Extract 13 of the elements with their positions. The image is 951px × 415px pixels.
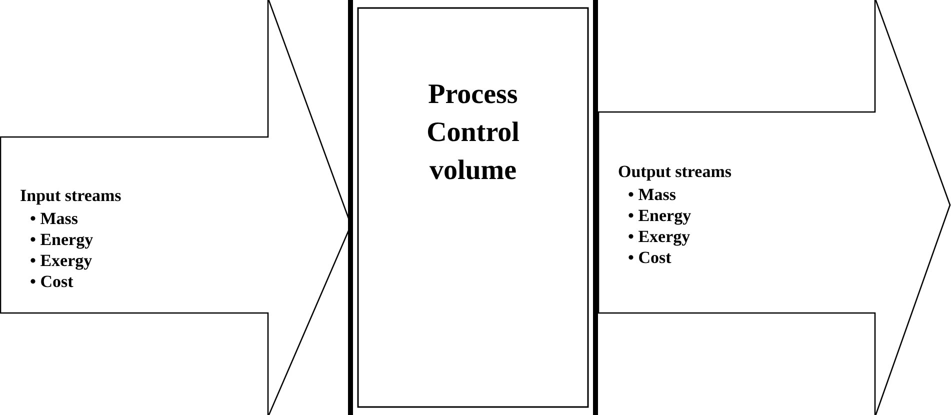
list-item: • Cost <box>30 271 74 292</box>
process-box <box>348 0 598 415</box>
list-item: • Energy <box>628 205 692 226</box>
list-item: • Exergy <box>30 250 94 271</box>
stream-heading: Input streams <box>20 186 122 206</box>
stream-heading: Output streams <box>618 162 732 182</box>
list-item: • Mass <box>30 208 79 229</box>
list-item: • Cost <box>628 247 672 268</box>
process-label: Process Control volume <box>426 78 520 188</box>
list-item: • Energy <box>30 229 94 250</box>
list-item: • Exergy <box>628 226 692 247</box>
output-arrow <box>598 0 951 415</box>
list-item: • Mass <box>628 184 677 205</box>
